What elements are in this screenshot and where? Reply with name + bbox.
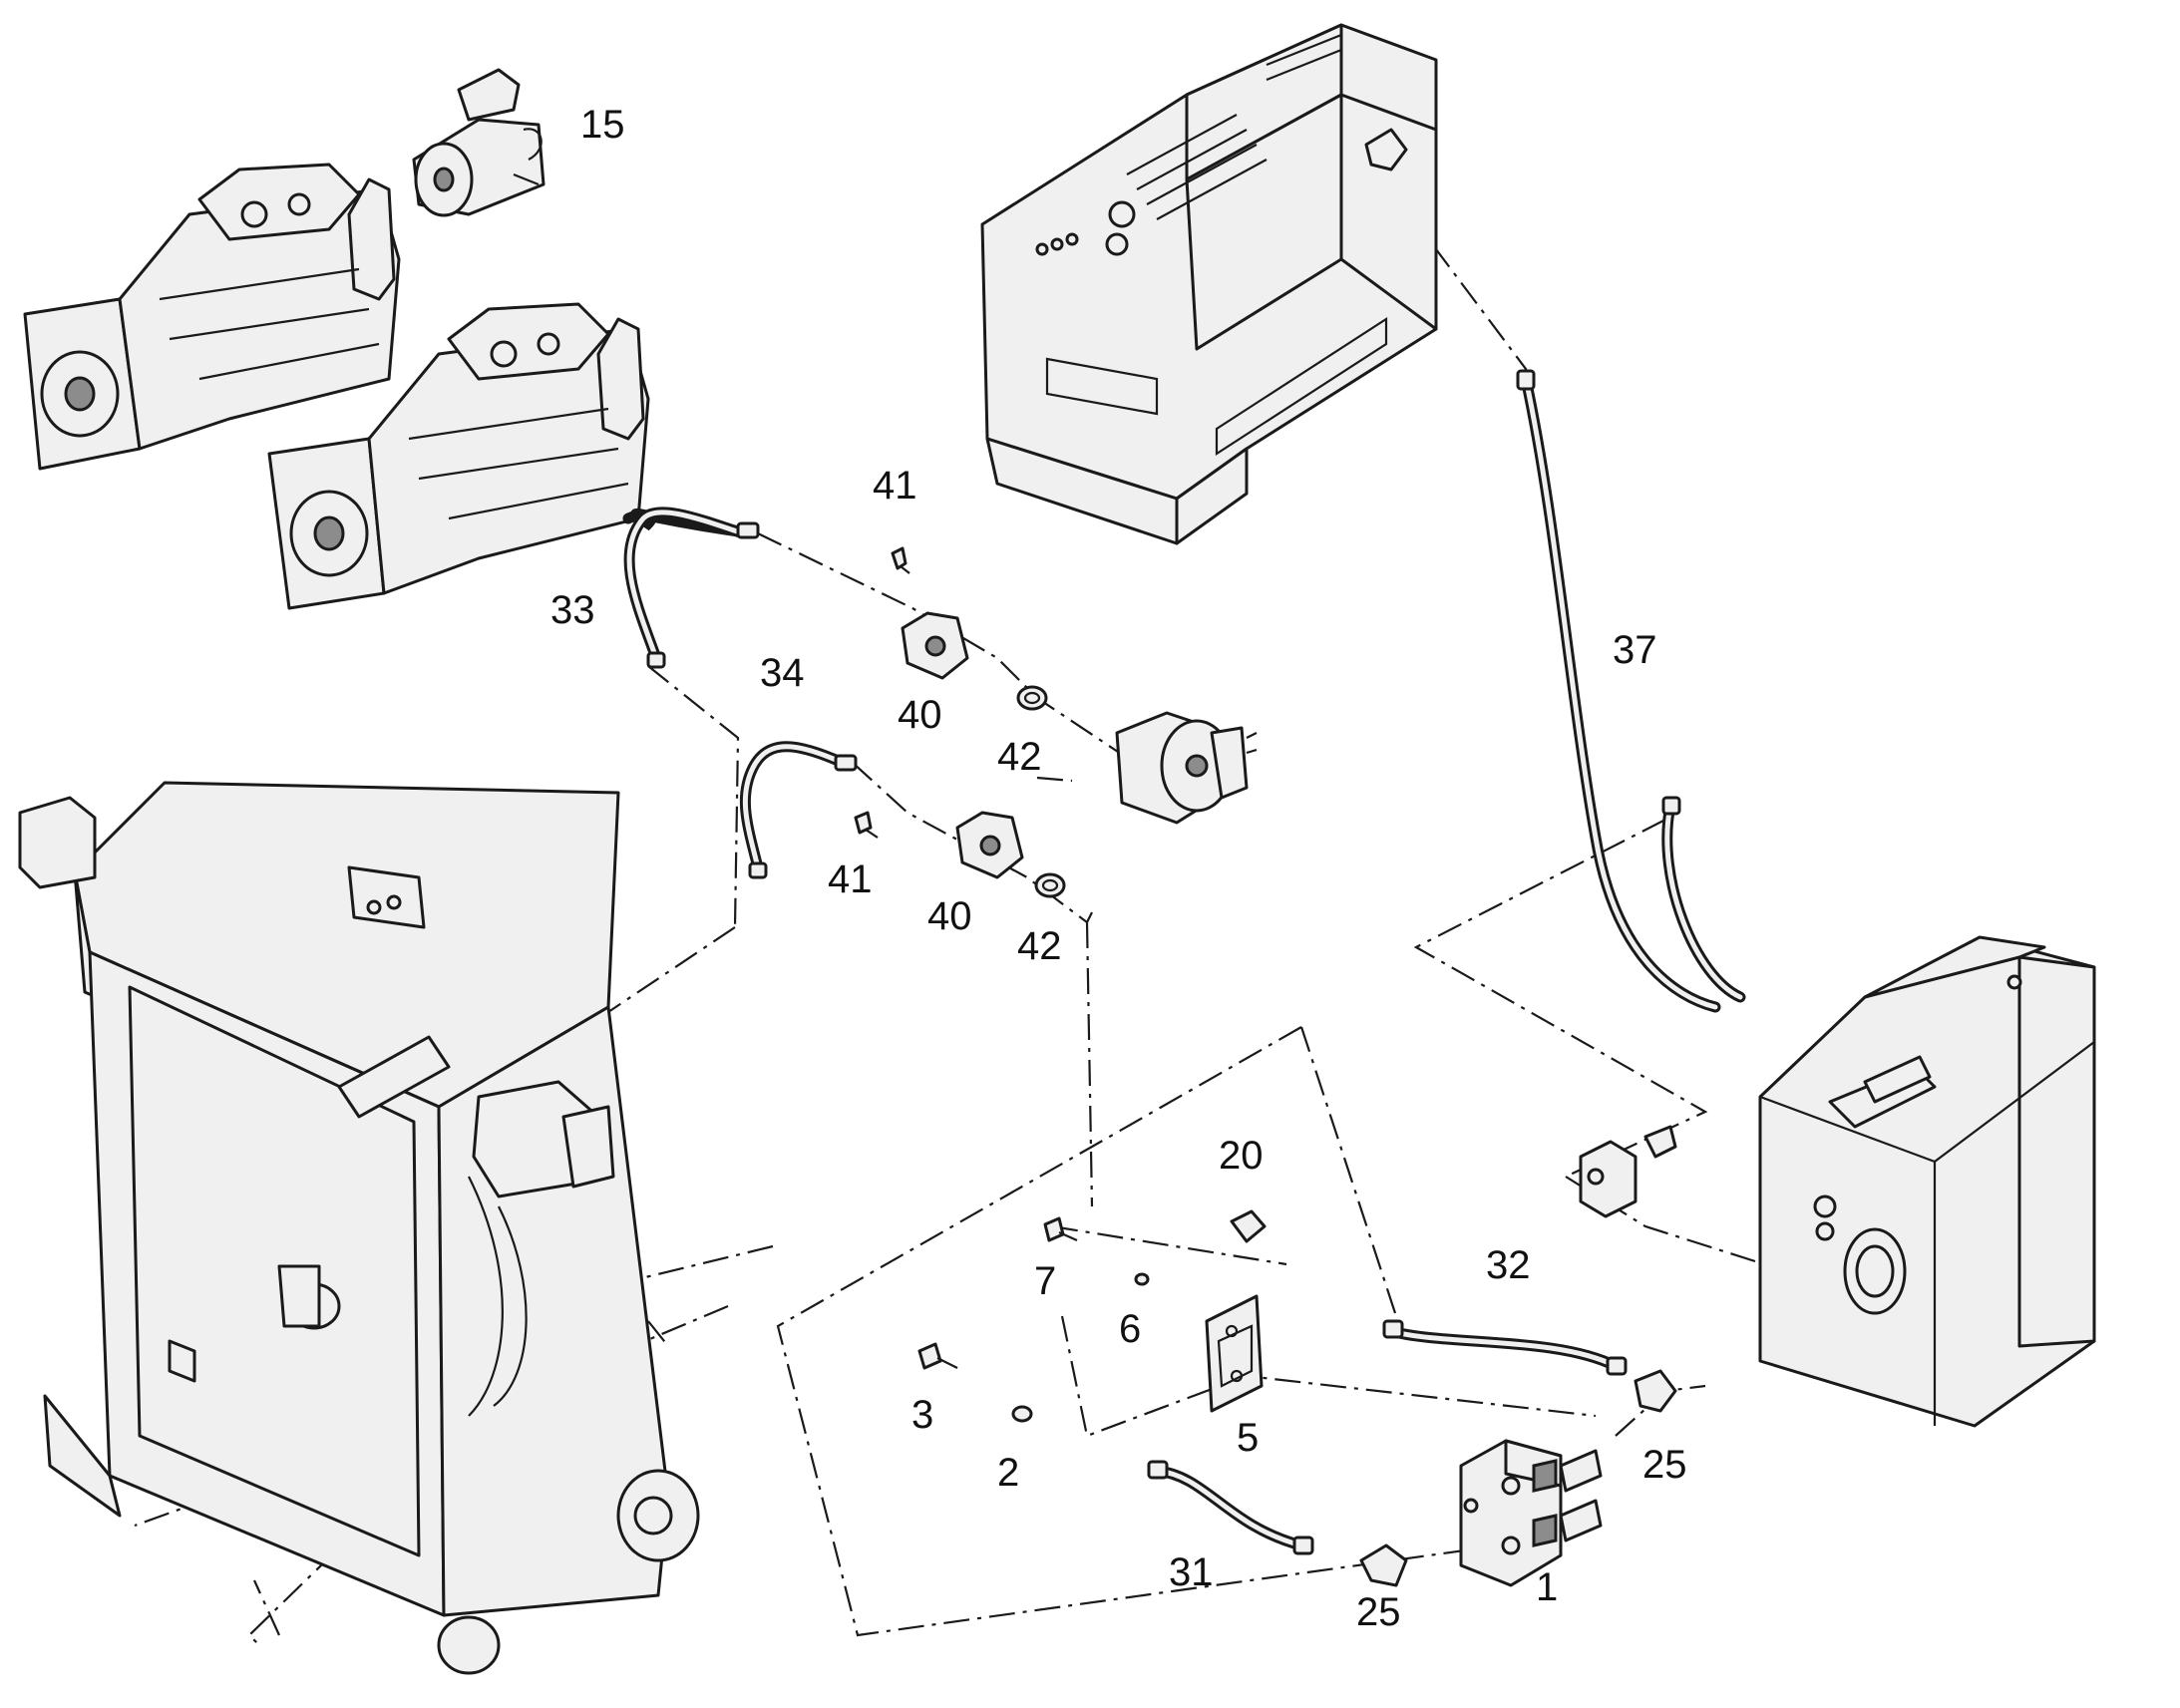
hydraulic-pump-upper xyxy=(23,163,401,471)
washer-6 xyxy=(1134,1272,1150,1286)
callout-42-lower: 42 xyxy=(1017,924,1062,968)
callout-34: 34 xyxy=(760,651,805,695)
callout-32: 32 xyxy=(1486,1243,1531,1287)
hydraulic-tank xyxy=(1758,935,2096,1428)
hose-37 xyxy=(1516,369,1746,1013)
callout-41-upper: 41 xyxy=(873,464,917,508)
callout-41-lower: 41 xyxy=(828,857,873,901)
hose-33 xyxy=(622,507,760,669)
callout-3: 3 xyxy=(911,1393,933,1437)
flange-40-upper xyxy=(901,611,969,680)
pump-motor-15 xyxy=(412,68,545,217)
hose-32 xyxy=(1382,1319,1628,1376)
tank-fitting-block xyxy=(1579,1125,1677,1218)
callout-25-upper: 25 xyxy=(1642,1443,1687,1487)
valve-block-1 xyxy=(1459,1439,1603,1587)
main-frame xyxy=(18,781,700,1675)
elbow-fitting-25-lower xyxy=(1359,1543,1408,1587)
callout-7: 7 xyxy=(1034,1259,1056,1303)
hose-34 xyxy=(739,741,858,879)
callout-6: 6 xyxy=(1119,1307,1141,1351)
callout-1: 1 xyxy=(1536,1565,1558,1609)
screw-7 xyxy=(1043,1216,1078,1242)
bolt-41-upper xyxy=(891,546,910,574)
callout-40-lower: 40 xyxy=(927,894,972,938)
rear-engine-hood xyxy=(980,23,1438,545)
callout-15: 15 xyxy=(580,103,625,147)
callout-labels: 15 41 33 34 40 42 37 41 40 42 20 32 7 6 … xyxy=(550,103,1687,1634)
seal-42-lower xyxy=(1034,872,1066,898)
callout-31: 31 xyxy=(1169,1550,1214,1594)
screw-3 xyxy=(917,1342,958,1370)
mounting-plate-5 xyxy=(1205,1294,1264,1413)
callout-37: 37 xyxy=(1613,628,1657,672)
hydraulic-pump-lower xyxy=(267,302,650,610)
flange-40-lower xyxy=(955,811,1024,879)
callout-25-lower: 25 xyxy=(1356,1590,1401,1634)
bolt-41-lower xyxy=(854,811,879,839)
seal-42-upper xyxy=(1016,685,1048,711)
callout-42-upper: 42 xyxy=(997,735,1042,779)
washer-2 xyxy=(1011,1405,1033,1423)
hydraulic-motor xyxy=(1115,711,1258,825)
callout-40-upper: 40 xyxy=(898,693,942,737)
elbow-fitting-25-upper xyxy=(1634,1369,1677,1413)
hose-31 xyxy=(1147,1460,1314,1555)
callout-20: 20 xyxy=(1219,1134,1264,1178)
callout-2: 2 xyxy=(997,1451,1019,1495)
callout-5: 5 xyxy=(1237,1416,1259,1460)
callout-33: 33 xyxy=(550,588,595,632)
plug-20 xyxy=(1230,1209,1267,1243)
